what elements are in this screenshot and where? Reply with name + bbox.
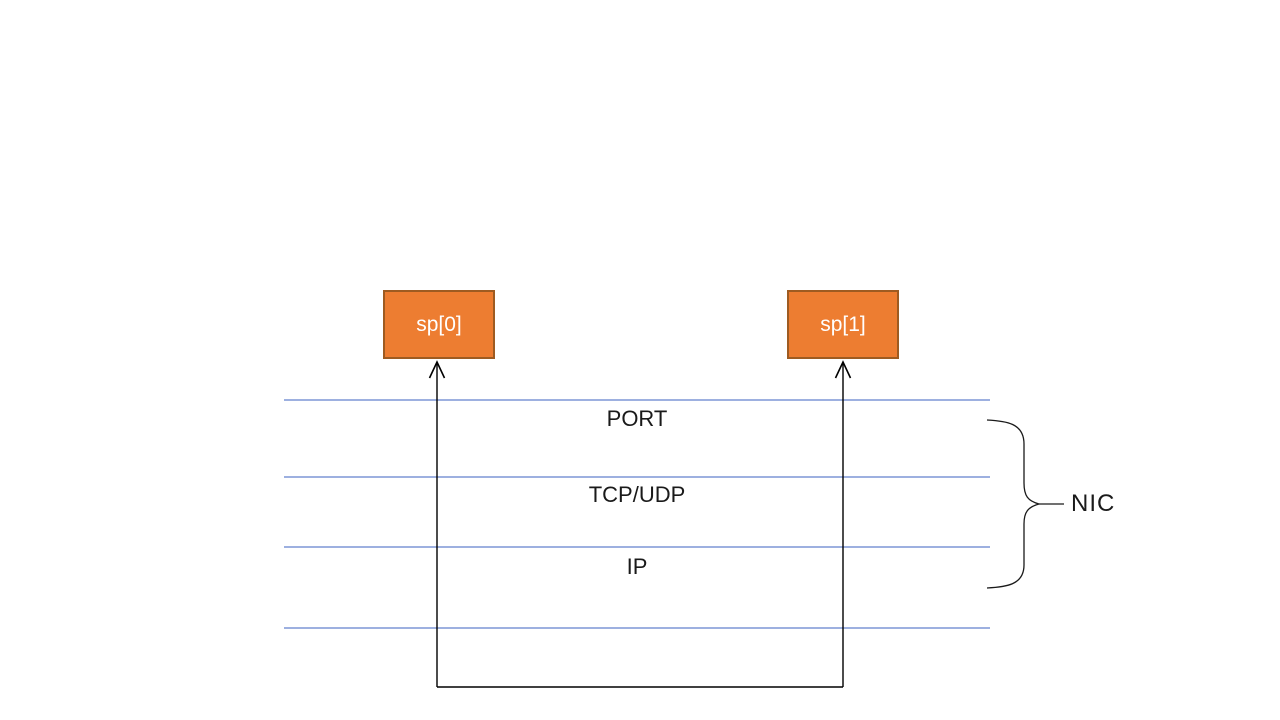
socket-box-sp0: sp[0] [383,290,495,359]
arrowhead-sp1-icon [834,360,852,379]
socket-box-sp1: sp[1] [787,290,899,359]
socket-box-sp0-label: sp[0] [416,312,462,336]
layer-label-tcp-udp: TCP/UDP [588,482,686,507]
layer-label-ip: IP [626,554,648,579]
nic-label: NIC [1071,490,1116,517]
arrowhead-sp0-icon [428,360,446,379]
socket-box-sp1-label: sp[1] [820,312,866,336]
nic-brace-icon [986,419,1042,589]
layer-label-port: PORT [606,406,668,431]
